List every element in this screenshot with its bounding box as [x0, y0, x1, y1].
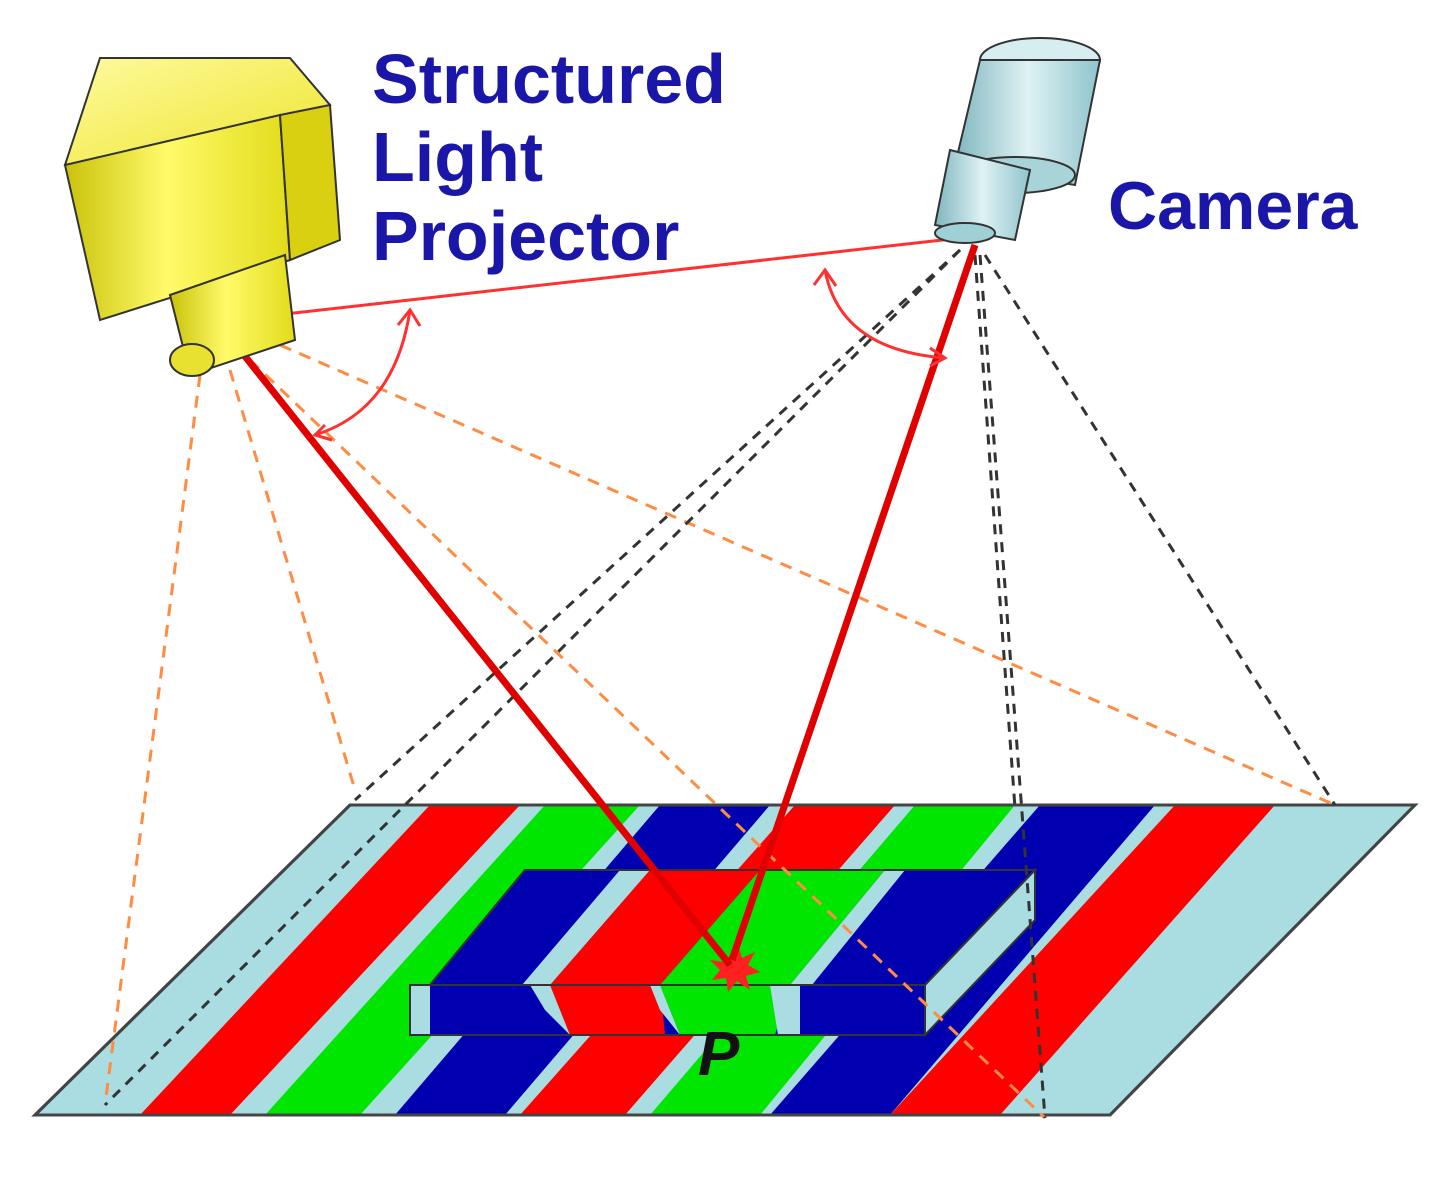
camera-label: Camera: [1108, 168, 1358, 244]
stripe-red: [890, 805, 1275, 1115]
object-block: P: [409, 867, 1038, 1089]
projector-angle-arc: [314, 309, 412, 437]
point-label: P: [698, 1020, 740, 1089]
camera-field-of-view: [103, 248, 1337, 1119]
triangulation-rays: [228, 236, 979, 968]
projector-label: Structured Light Projector: [372, 40, 726, 275]
camera-angle-arc: [823, 269, 946, 360]
projector-label-text: Structured Light Projector: [372, 40, 726, 275]
projector-field-of-view: [103, 343, 1336, 1120]
stripe-red: [140, 805, 520, 1115]
reflection-burst: [710, 945, 760, 992]
projector-icon: [63, 57, 342, 377]
baseline-ray: [231, 236, 961, 322]
camera-icon: [933, 37, 1102, 244]
projected-ray: [237, 347, 733, 968]
